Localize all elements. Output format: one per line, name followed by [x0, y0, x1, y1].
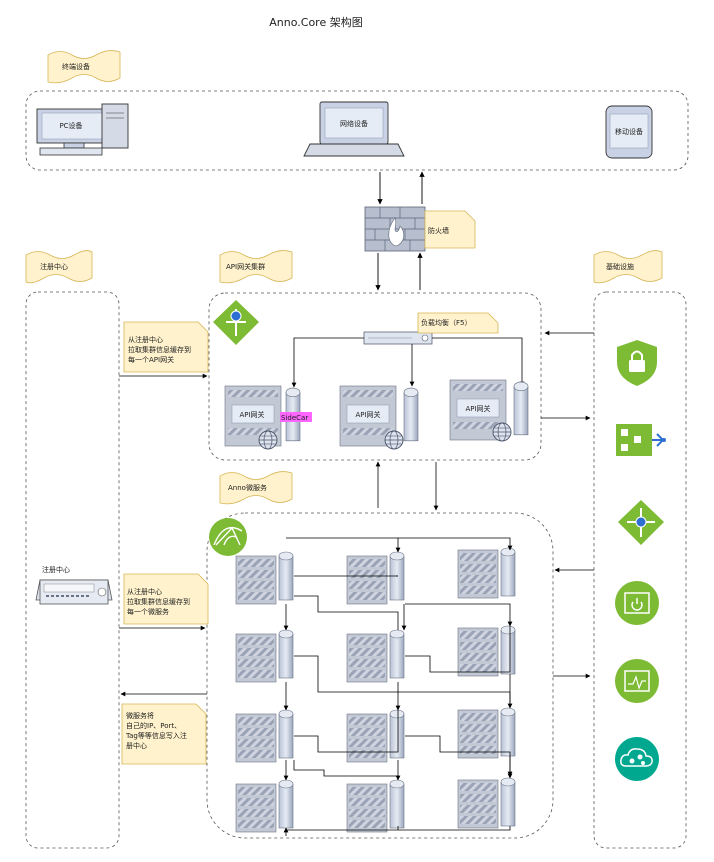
mobile-device: 移动设备	[605, 105, 653, 159]
service-node-7	[235, 709, 294, 763]
service-node-6	[457, 625, 516, 677]
gateway-cluster-tag-label: API网关集群	[226, 262, 265, 271]
service-connectors	[283, 537, 513, 836]
registry-tag-label: 注册中心	[40, 262, 68, 271]
micro-container	[206, 512, 554, 839]
firewall-note: 防火墙	[424, 210, 476, 249]
svg-text:从注册中心 拉取集群信息缓存到 每一: 从注册中心 拉取集群信息缓存到 每一个API网关	[128, 335, 193, 364]
note-pull-service-line-1: 从注册中心	[127, 587, 162, 596]
sidecar-label: SideCar	[281, 414, 308, 422]
firewall-icon	[364, 206, 426, 252]
service-node-3	[457, 547, 516, 599]
registry-container	[25, 291, 120, 849]
terminal-tag: 终端设备	[47, 50, 121, 84]
firewall-label: 防火墙	[428, 226, 449, 235]
load-balancer-note: 负载均衡（F5）	[417, 312, 499, 334]
service-mesh-icon	[209, 518, 247, 556]
micro-tag: Anno微服务	[219, 471, 293, 505]
load-balancer-label: 负载均衡（F5）	[421, 318, 471, 327]
registry-tag: 注册中心	[25, 250, 93, 284]
service-node-4	[235, 629, 294, 683]
load-balancer-device	[363, 331, 433, 345]
note-pull-gateway-line-1: 从注册中心	[128, 335, 163, 344]
load-balancer-icon	[618, 500, 664, 545]
note-pull-service-line-2: 拉取集群信息缓存到	[127, 597, 190, 606]
network-hub-icon	[616, 424, 666, 456]
diagram-title: Anno.Core 架构图	[269, 15, 362, 29]
terminal-tag-label: 终端设备	[62, 62, 90, 71]
api-gateway-3: API网关	[449, 379, 529, 442]
infra-tag: 基础设施	[593, 250, 663, 284]
service-node-8	[346, 709, 405, 763]
api-gateway-2-label: API网关	[355, 410, 380, 419]
service-node-12	[457, 777, 516, 829]
note-pull-service: 从注册中心 拉取集群信息缓存到 每一个微服务	[123, 573, 209, 625]
service-node-2	[346, 551, 405, 605]
terminal-container	[25, 90, 689, 171]
note-register-line-2: 自己的IP、Port、	[126, 721, 181, 730]
gateway-router-icon	[213, 300, 259, 345]
api-gateway-2: API网关	[339, 385, 419, 450]
note-pull-gateway: 从注册中心 拉取集群信息缓存到 每一个API网关	[123, 321, 209, 373]
service-node-1	[235, 551, 294, 605]
service-node-11	[346, 779, 405, 833]
gateway-cluster-tag: API网关集群	[219, 250, 293, 284]
registry-device: 注册中心	[35, 565, 113, 605]
api-gateway-1-label: API网关	[239, 410, 264, 419]
note-pull-gateway-line-2: 拉取集群信息缓存到	[128, 345, 191, 354]
api-gateway-3-label: API网关	[465, 404, 490, 413]
mobile-device-label: 移动设备	[615, 127, 643, 136]
svg-text:微服务将 自己的IP、Port、 T: 微服务将 自己的IP、Port、 Tag等等信息写入注 册中心	[125, 711, 189, 750]
network-device: 网络设备	[303, 101, 405, 157]
note-register-line-4: 册中心	[126, 741, 147, 750]
note-register-line-1: 微服务将	[126, 711, 154, 720]
infra-tag-label: 基础设施	[606, 262, 634, 271]
gateway-cluster-container	[208, 292, 542, 461]
service-node-10	[235, 779, 294, 833]
pc-device-label: PC设备	[59, 121, 82, 130]
note-pull-gateway-line-3: 每一个API网关	[128, 355, 174, 364]
pc-device: PC设备	[36, 103, 129, 156]
note-register-line-3: Tag等等信息写入注	[125, 731, 187, 740]
service-node-5	[346, 629, 405, 683]
service-node-9	[457, 707, 516, 759]
micro-tag-label: Anno微服务	[228, 483, 267, 492]
svg-text:从注册中心 拉取集群信息缓存到 每一: 从注册中心 拉取集群信息缓存到 每一个微服务	[127, 587, 192, 616]
monitor-icon	[615, 581, 659, 625]
api-gateway-1: API网关	[224, 385, 301, 450]
note-register: 微服务将 自己的IP、Port、 Tag等等信息写入注 册中心	[121, 703, 207, 765]
cloud-service-icon	[615, 737, 659, 781]
registry-device-label: 注册中心	[42, 565, 70, 574]
dashboard-icon	[615, 659, 659, 703]
lock-shield-icon	[617, 340, 657, 386]
sidecar-badge: SideCar	[280, 412, 312, 422]
note-pull-service-line-3: 每一个微服务	[127, 607, 169, 616]
network-device-label: 网络设备	[340, 119, 368, 128]
